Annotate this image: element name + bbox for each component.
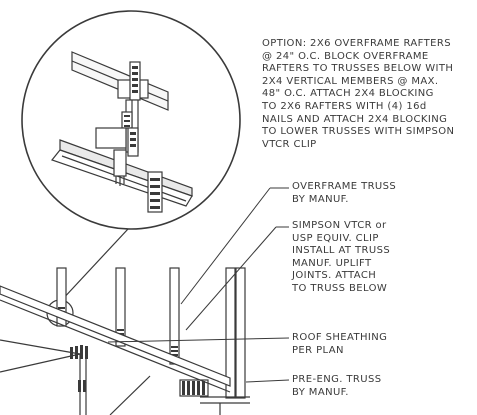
option-note-line: @ 24" O.C. BLOCK OVERFRAME [262,50,429,62]
enlarged-detail [21,10,241,230]
callout-leaders [107,187,290,383]
callout-line: BY MANUF. [292,386,349,398]
detail-leader [59,228,129,303]
callout-line: PER PLAN [292,344,344,356]
option-note-line: NAILS AND ATTACH 2X4 BLOCKING [262,113,448,125]
pre-eng-truss-callout: PRE-ENG. TRUSS BY MANUF. [292,374,381,399]
callout-line: ROOF SHEATHING [292,332,388,343]
overframe-truss-callout: OVERFRAME TRUSS BY MANUF. [292,181,396,206]
callout-line: OVERFRAME TRUSS [292,181,397,192]
callout-line: USP EQUIV. CLIP [292,232,379,244]
option-note-line: OPTION: 2X6 OVERFRAME RAFTERS [262,38,451,49]
callout-line: BY MANUF. [292,193,349,205]
callout-line: INSTALL AT TRUSS [292,245,391,257]
option-note-line: TO 2X6 RAFTERS WITH (4) 16d [262,100,427,112]
callout-line: SIMPSON VTCR or [292,220,387,231]
vtcr-clip-callout: SIMPSON VTCR or USP EQUIV. CLIP INSTALL … [292,220,390,296]
callout-line: TO TRUSS BELOW [292,282,388,294]
callout-line: PRE-ENG. TRUSS [292,374,382,385]
option-note-line: VTCR CLIP [262,138,317,150]
option-note-line: RAFTERS TO TRUSSES BELOW WITH [262,63,454,75]
option-note-line: TO LOWER TRUSSES WITH SIMPSON [262,126,455,138]
option-note-line: 2X4 VERTICAL MEMBERS @ MAX. [262,75,439,87]
roof-sheathing-callout: ROOF SHEATHING PER PLAN [292,332,387,357]
option-note-line: 48" O.C. ATTACH 2X4 BLOCKING [262,88,434,100]
option-note: OPTION: 2X6 OVERFRAME RAFTERS @ 24" O.C.… [262,38,474,151]
callout-line: JOINTS. ATTACH [292,270,377,282]
callout-line: MANUF. UPLIFT [292,257,372,269]
